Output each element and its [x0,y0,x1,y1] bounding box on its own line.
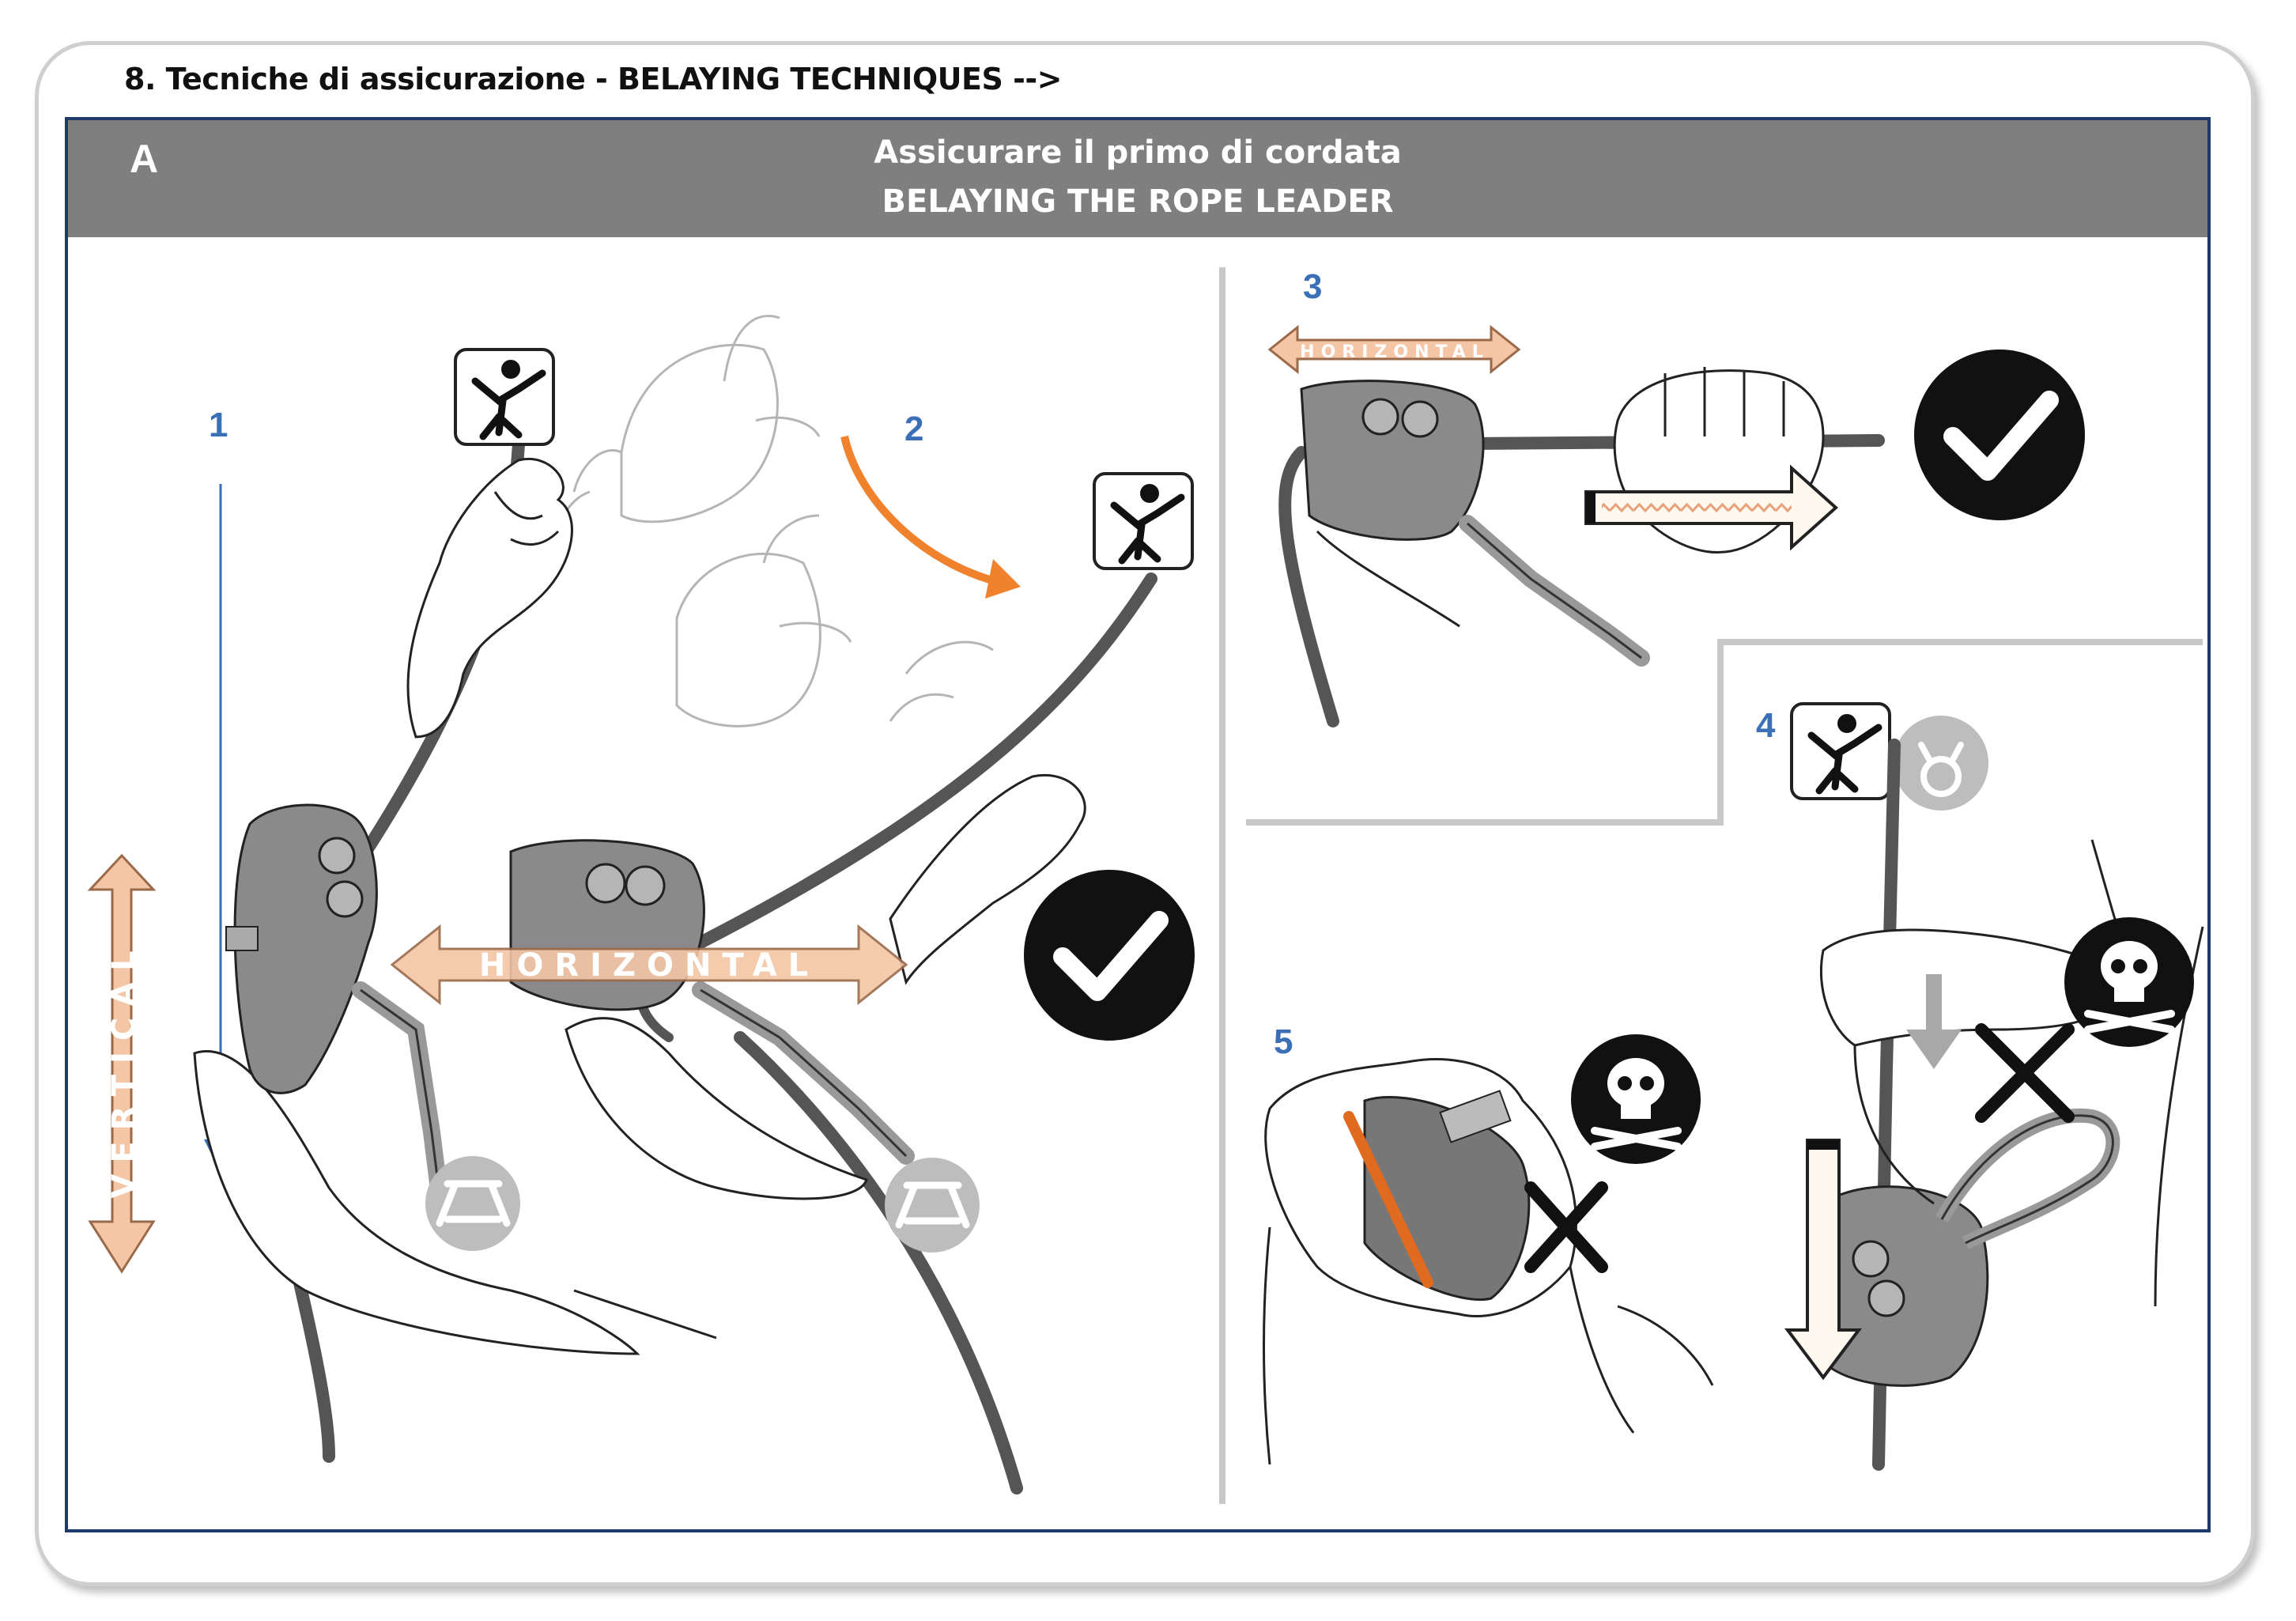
horizontal-label-small: HORIZONTAL [1300,342,1490,362]
header-title-english: BELAYING THE ROPE LEADER [882,183,1394,220]
section-letter: A [130,137,159,181]
vertical-arrow [87,853,157,1274]
hands-left [193,457,1086,1355]
climber-icon-2 [1093,472,1194,570]
step-3-number: 3 [1303,267,1322,306]
pull-arrow-right [1584,464,1839,551]
anchor-icon [1894,716,1988,810]
checkmark-icon-left [1024,870,1195,1041]
horizontal-arrow-small [1267,324,1521,375]
harness-icon-2 [885,1158,980,1253]
belay-device-step5 [1343,1090,1531,1301]
horizontal-arrow-large [390,924,908,1006]
cross-icon-step5 [1524,1181,1608,1273]
belay-device-vertical [225,803,448,1204]
panel-dividers [1219,267,2203,1504]
illustration-panel: A Assicurare il primo di cordata BELAYIN… [65,117,2211,1532]
skull-icon-step5 [1571,1034,1701,1164]
cross-icon-step4 [1975,1023,2075,1123]
checkmark-icon-right [1914,350,2085,520]
climber-icon-3 [1790,702,1891,800]
step-5-number: 5 [1274,1022,1293,1061]
page-title: 8. Tecniche di assicurazione - BELAYING … [124,62,1062,96]
belay-device-step3 [1300,380,1650,667]
harness-icon-1 [425,1156,520,1251]
belaying-illustration: VERTICAL 1 2 [87,267,2204,1504]
panel-header: A Assicurare il primo di cordata BELAYIN… [68,120,2207,237]
step2-curve-arrow [840,435,1003,587]
step-2-number: 2 [904,410,923,448]
step-1-number: 1 [209,406,228,444]
belay-device-step4 [1822,1108,2120,1387]
grey-down-arrow [1906,974,1962,1069]
horizontal-label-large: HORIZONTAL [479,947,819,984]
header-title-italian: Assicurare il primo di cordata [874,134,1402,171]
climber-icon-1 [454,348,555,446]
vertical-label: VERTICAL [106,939,142,1198]
pull-arrow-down [1784,1139,1862,1381]
ghost-hands [554,315,994,727]
step-4-number: 4 [1756,706,1776,745]
skull-icon-step4 [2064,917,2194,1047]
